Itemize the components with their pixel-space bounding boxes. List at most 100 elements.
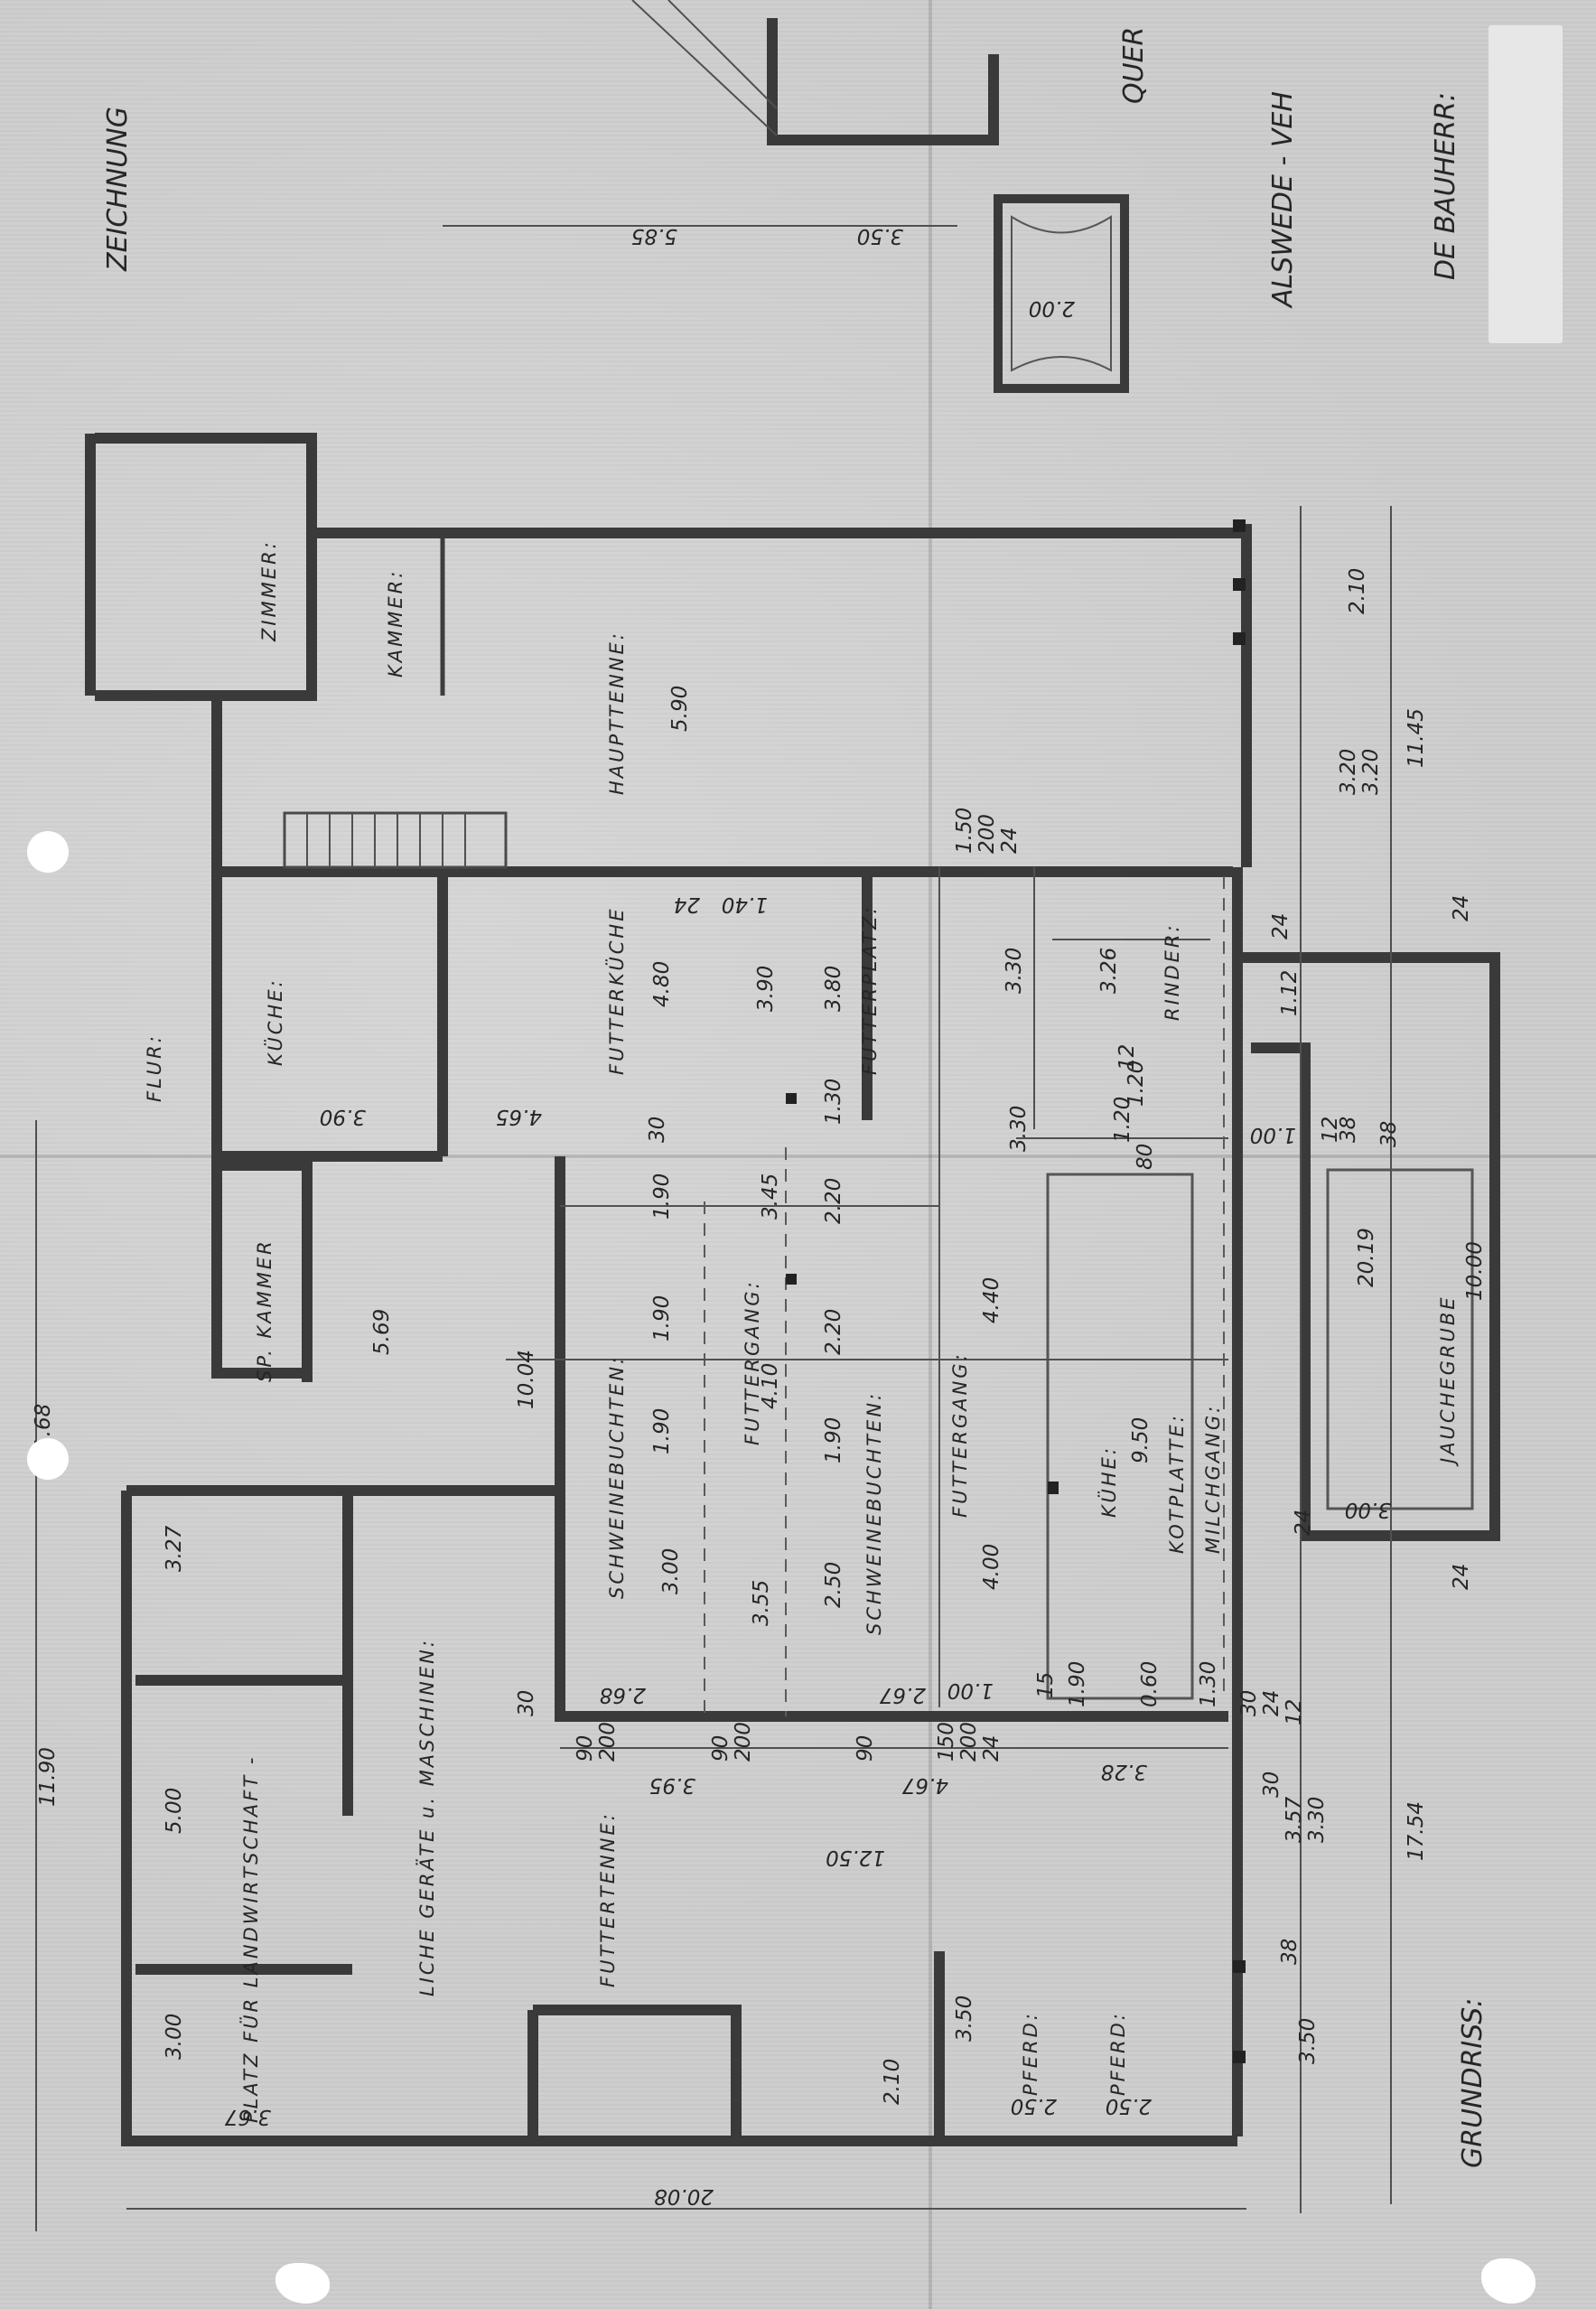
dim-label: 2.50 xyxy=(1011,2094,1057,2117)
punch-hole xyxy=(27,831,69,873)
room-kuehe: KÜHE: xyxy=(1097,1445,1120,1518)
dim-label: 2.20 xyxy=(822,1178,845,1224)
dim-label: 3.00 xyxy=(163,2014,186,2060)
dim-label: 3.55 xyxy=(750,1580,773,1626)
dim-label: 12.50 xyxy=(826,1846,885,1869)
dim-label: 24 xyxy=(998,827,1022,854)
dim-label: 2.10 xyxy=(1346,568,1369,614)
dim-label: 9.50 xyxy=(1129,1417,1153,1463)
dim-label: 1.50 xyxy=(953,808,976,854)
room-schweinebuchten-1: SCHWEINEBUCHTEN: xyxy=(606,1355,628,1599)
dim-label: 1.90 xyxy=(822,1417,845,1463)
dim-label: 24 xyxy=(1269,913,1293,939)
dim-label: 15 xyxy=(1034,1672,1058,1698)
dim-label: 24 xyxy=(1450,1564,1473,1590)
dim-label: 4.40 xyxy=(980,1277,1003,1323)
dim-label: 3.50 xyxy=(857,224,903,248)
dim-label: 3.00 xyxy=(659,1548,683,1594)
dim-label: 1.90 xyxy=(1066,1661,1089,1707)
dim-label: 20.19 xyxy=(1355,1228,1378,1287)
section-title: QUER xyxy=(1118,27,1150,104)
dim-label: 12 xyxy=(1319,1117,1342,1143)
dim-label: 3.00 xyxy=(1345,1498,1391,1521)
room-pferd-1: PFERD: xyxy=(1020,2011,1041,2096)
stall-lines xyxy=(560,867,1228,1716)
dim-label: 1.90 xyxy=(650,1295,674,1341)
room-geraete: LICHE GERÄTE u. MASCHINEN: xyxy=(415,1638,438,1996)
dim-label: 3.50 xyxy=(953,1996,976,2042)
dim-label: 30 xyxy=(515,1690,538,1716)
redaction-box xyxy=(1489,25,1563,343)
dim-label: 5.69 xyxy=(370,1309,394,1355)
dim-label: 3.20 xyxy=(1337,749,1360,795)
dim-label: 150 xyxy=(935,1722,958,1762)
dim-label: 2.00 xyxy=(1029,296,1075,320)
dim-label: 3.90 xyxy=(754,966,778,1012)
dim-label: 200 xyxy=(596,1722,620,1762)
dim-label: 200 xyxy=(732,1722,755,1762)
dim-label: 80 xyxy=(1134,1144,1157,1170)
dim-label: 2.50 xyxy=(822,1562,845,1608)
location-label: ALSWEDE - VEH xyxy=(1267,91,1299,309)
dim-label: 2.67 xyxy=(879,1683,926,1706)
dim-label: 90 xyxy=(574,1735,597,1762)
dim-label: 3.27 xyxy=(163,1525,186,1572)
dim-label: 10.04 xyxy=(515,1350,538,1409)
room-rinder: RINDER: xyxy=(1162,922,1183,1021)
room-futterkueche: FUTTERKÜCHE xyxy=(605,907,628,1075)
dim-label: 3.30 xyxy=(1007,1106,1031,1152)
room-milchgang: MILCHGANG: xyxy=(1202,1404,1224,1554)
room-hauptenne: HAUPTTENNE: xyxy=(606,631,628,795)
dim-label: 1.30 xyxy=(1197,1661,1220,1707)
dim-label: 10.00 xyxy=(1463,1241,1487,1301)
dim-label: 90 xyxy=(854,1735,877,1762)
dim-label: 30 xyxy=(1260,1771,1283,1798)
dim-label: 1.90 xyxy=(650,1173,674,1220)
dim-label: 1.90 xyxy=(650,1408,674,1454)
dim-label: 3.20 xyxy=(1359,749,1383,795)
room-flur: FLUR: xyxy=(144,1033,165,1102)
dim-label: 5.00 xyxy=(163,1788,186,1834)
dim-label: 2.20 xyxy=(822,1309,845,1355)
paper-tear xyxy=(275,2263,330,2304)
room-futtergang-1: FUTTERGANG: xyxy=(742,1279,763,1445)
dim-label: 30 xyxy=(1237,1690,1261,1716)
dim-label: 38 xyxy=(1377,1121,1401,1147)
dim-label: 1.20 xyxy=(1111,1097,1134,1143)
dim-label: 24 xyxy=(980,1735,1003,1762)
room-pferd-2: PFERD: xyxy=(1107,2011,1129,2096)
dim-label: 3.45 xyxy=(759,1173,782,1220)
dim-label: 2.50 xyxy=(1106,2094,1152,2117)
dim-label: 4.65 xyxy=(496,1105,542,1128)
dim-label: 3.28 xyxy=(1101,1760,1147,1783)
room-schweinebuchten-2: SCHWEINEBUCHTEN: xyxy=(863,1391,885,1635)
dim-label: 3.67 xyxy=(224,2105,271,2128)
dim-label: 3.26 xyxy=(1097,948,1121,994)
dim-label: 4.80 xyxy=(650,961,674,1007)
dim-label: 2.68 xyxy=(600,1683,646,1706)
dim-label: 1.12 xyxy=(1278,970,1302,1016)
dimension-labels: 5.85 3.50 2.00 5.90 4.80 3.90 3.80 3.90 … xyxy=(32,224,1487,2208)
dim-label: 38 xyxy=(1337,1117,1360,1143)
dim-label: 200 xyxy=(957,1722,981,1762)
room-futterplatz: FUTTERPLATZ: xyxy=(859,905,881,1075)
dim-label: 3.95 xyxy=(649,1773,695,1797)
dim-label: 3.30 xyxy=(1305,1797,1329,1843)
dim-label: 1.00 xyxy=(947,1678,994,1702)
sheet-title: ZEICHNUNG xyxy=(102,107,134,272)
room-futtergang-2: FUTTERGANG: xyxy=(949,1351,971,1518)
paper-tear xyxy=(1481,2258,1535,2304)
room-jauchegrube: JAUCHEGRUBE xyxy=(1437,1295,1459,1467)
dim-label: 30 xyxy=(646,1117,669,1143)
dim-label: 38 xyxy=(1278,1939,1302,1965)
dim-label: 5.85 xyxy=(631,224,677,248)
dim-label: 1.30 xyxy=(822,1079,845,1125)
jauchegrube-walls xyxy=(1237,952,1500,1541)
dim-label: 3.30 xyxy=(1003,948,1026,994)
dim-label: 3.50 xyxy=(1296,2018,1320,2064)
staircase xyxy=(283,811,508,869)
dim-label: 3.90 xyxy=(320,1105,366,1128)
plan-title: GRUNDRISS: xyxy=(1457,1998,1489,2168)
